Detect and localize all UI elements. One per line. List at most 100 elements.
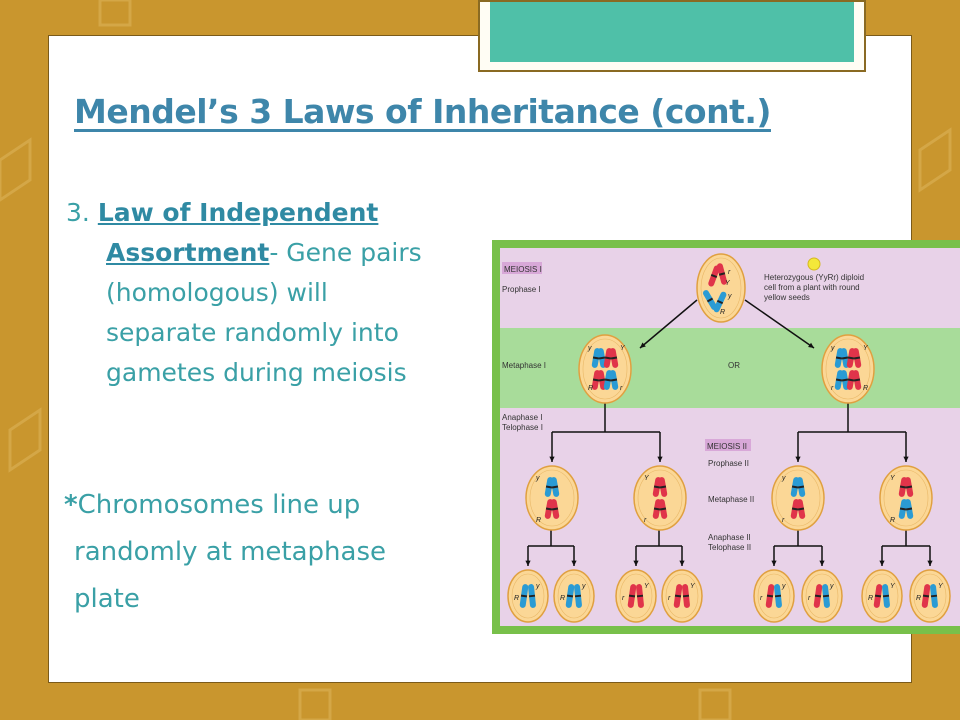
chrom-m2-3-top-b-band xyxy=(797,485,805,489)
gamete-allele-1-1-a: R xyxy=(514,595,519,602)
gamete-chrom-4-1-b-band xyxy=(882,594,890,598)
meiosis-diagram-svg: MEIOSIS I Prophase I Metaphase I OR Anap… xyxy=(500,248,960,626)
gamete-cell-1-1: Ry xyxy=(507,569,549,623)
allele-m2-1-top: y xyxy=(535,475,540,482)
cell-metaphase2-2: Yr xyxy=(633,465,687,531)
chrom-m2-1-bottom-a-band xyxy=(545,507,553,511)
note-star: * xyxy=(64,490,78,520)
chrom-m2-4-top-b-band xyxy=(905,485,913,489)
gamete-chrom-2-2-a-band xyxy=(674,594,682,598)
chrom-m1l-red2-a-band xyxy=(592,378,600,382)
chrom-m1r-blue2-b-band xyxy=(841,378,849,382)
allele-m2-3-bottom: r xyxy=(782,517,785,524)
gamete-chrom-1-1-a-band xyxy=(520,594,528,598)
gamete-allele-4-2-b: Y xyxy=(938,583,944,590)
gamete-cell-4-1-spindle xyxy=(865,573,899,619)
chrom-m2-1-top-b-band xyxy=(551,485,559,489)
gamete-chrom-3-2-a xyxy=(813,584,823,608)
cell-metaphase2-2-membrane xyxy=(633,465,687,531)
gamete-chrom-2-2-b xyxy=(682,584,690,608)
law-desc-3: separate randomly into xyxy=(106,318,399,347)
chrom-m1l-blue2-b xyxy=(609,370,619,390)
gamete-chrom-2-2-b-band xyxy=(682,594,690,598)
gamete-chrom-1-2-a xyxy=(565,584,575,608)
law-name-part-2: Assortment xyxy=(106,238,270,267)
chrom-m2-4-top-b xyxy=(904,477,914,497)
gamete-cell-1-1-spindle xyxy=(511,573,545,619)
gamete-chrom-3-1-b-band xyxy=(774,594,782,598)
chrom-m2-2-bottom-a-band xyxy=(653,507,661,511)
gamete-allele-2-2-b: Y xyxy=(690,583,696,590)
gamete-chrom-2-2-a xyxy=(673,584,683,608)
label-meiosis1: MEIOSIS I xyxy=(504,265,542,274)
chrom-m2-2-top-b xyxy=(658,477,668,497)
gamete-arrow-4-2-head xyxy=(927,560,933,566)
law-line-2: Assortment- Gene pairs xyxy=(66,233,486,273)
meiosis2-label-box xyxy=(705,439,751,451)
gamete-chrom-4-2-a-band xyxy=(922,594,930,598)
chrom-m2-4-bottom-b xyxy=(904,499,914,519)
allele-top-r: r xyxy=(728,269,731,276)
label-telophase2: Telophase II xyxy=(708,543,751,552)
cell-metaphase2-4-membrane xyxy=(879,465,933,531)
gamete-allele-3-1-a: r xyxy=(760,595,763,602)
label-anaphase2: Anaphase II xyxy=(708,533,751,542)
gamete-chrom-1-1-a xyxy=(519,584,529,608)
header-tab xyxy=(478,0,866,72)
chrom-m1r-red2-b-band xyxy=(853,378,861,382)
gamete-cell-3-2-spindle xyxy=(805,573,839,619)
gamete-allele-3-2-a: r xyxy=(808,595,811,602)
chrom-top-red-2 xyxy=(716,263,728,285)
gamete-cell-1-1-membrane xyxy=(507,569,549,623)
allele-m1r-y: y xyxy=(830,345,835,352)
law-paragraph: 3. Law of Independent Assortment- Gene p… xyxy=(66,193,486,393)
law-number: 3. xyxy=(66,198,90,227)
chrom-m2-2-top-a-band xyxy=(653,485,661,489)
chrom-m2-1-bottom-b-band xyxy=(551,507,559,511)
gamete-chrom-1-1-b xyxy=(528,584,536,608)
chrom-m1l-red-b xyxy=(609,348,619,368)
cell-metaphase2-4: YR xyxy=(879,465,933,531)
branch-2-arrow-right-head xyxy=(903,456,909,462)
chrom-m1r-red-b xyxy=(852,348,862,368)
cell-metaphase2-1-spindle xyxy=(529,469,575,527)
cell-desc-2: cell from a plant with round xyxy=(764,283,860,292)
label-or: OR xyxy=(728,361,740,370)
gamete-allele-1-2-b: y xyxy=(581,583,586,590)
allele-m1r-R: R xyxy=(863,385,868,392)
chrom-top-blue-1 xyxy=(703,290,717,310)
gamete-allele-4-1-b: Y xyxy=(890,583,896,590)
gamete-cell-3-2-membrane xyxy=(801,569,843,623)
branch-2-arrow-left-head xyxy=(795,456,801,462)
chrom-m2-3-top-a-band xyxy=(791,485,799,489)
gamete-arrow-2-2-head xyxy=(679,560,685,566)
gamete-cell-2-2-spindle xyxy=(665,573,699,619)
gamete-chrom-2-1-b-band xyxy=(636,594,644,598)
chrom-m1l-blue2-b-band xyxy=(610,378,618,382)
chrom-m1l-red-b-band xyxy=(610,356,618,360)
metaphase-note: *Chromosomes line up randomly at metapha… xyxy=(64,482,484,623)
arrow-top-right-shaft xyxy=(744,299,815,349)
label-telophase1: Telophase I xyxy=(502,423,543,432)
gamete-chrom-3-2-b xyxy=(822,584,830,608)
chrom-top-red-2-band xyxy=(718,272,726,276)
gamete-chrom-3-2-b-band xyxy=(822,594,830,598)
label-metaphase2: Metaphase II xyxy=(708,495,754,504)
chrom-m2-4-top-a-band xyxy=(899,485,907,489)
allele-m1l-y: y xyxy=(587,345,592,352)
chrom-m1r-blue2-a-band xyxy=(835,378,843,382)
allele-m2-3-top: y xyxy=(781,475,786,482)
label-prophase1: Prophase I xyxy=(502,285,541,294)
chrom-top-blue-1-band xyxy=(706,297,714,303)
chrom-m2-3-bottom-b-band xyxy=(797,507,805,511)
allele-top-R: R xyxy=(720,309,725,316)
gamete-allele-3-1-b: y xyxy=(781,583,786,590)
gamete-chrom-3-1-b xyxy=(774,584,782,608)
gamete-cell-2-2-membrane xyxy=(661,569,703,623)
seed-icon xyxy=(807,257,821,271)
note-text-1: Chromosomes line up xyxy=(77,490,361,520)
chrom-m2-4-bottom-b-band xyxy=(905,507,913,511)
